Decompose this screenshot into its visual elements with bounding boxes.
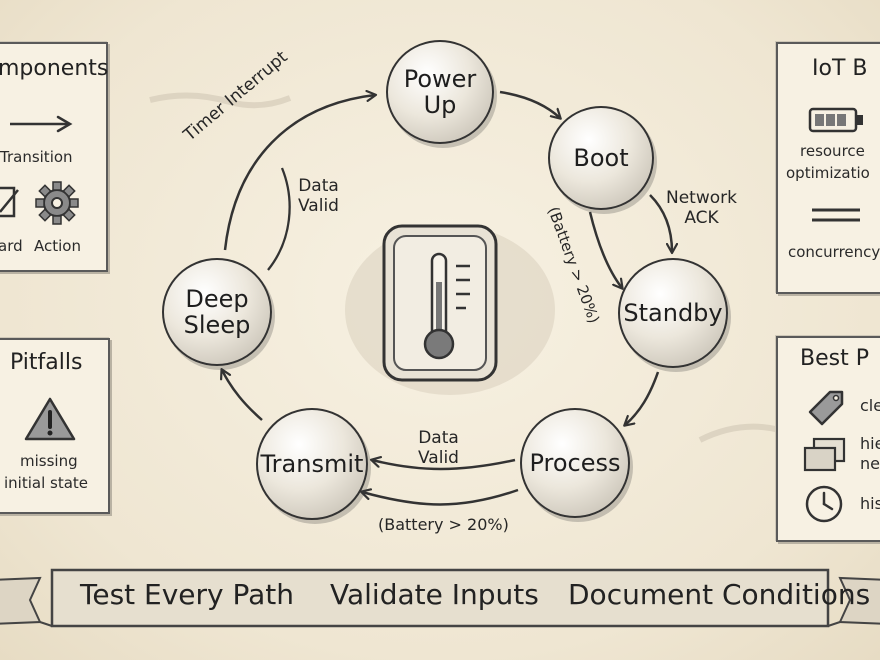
best-item2-line1: hie <box>860 434 880 453</box>
arrow-process-to-transmit-data <box>372 460 516 471</box>
state-power-up: Power Up <box>386 40 494 144</box>
best-item2-line2: ne <box>860 454 880 473</box>
label-network-ack: Network ACK <box>666 188 737 228</box>
banner-item-validate-inputs: Validate Inputs <box>330 578 539 611</box>
pitfalls-panel-title: Pitfalls <box>10 350 83 375</box>
state-transmit-label: Transmit <box>260 450 364 478</box>
label-data-valid-bottom: Data Valid <box>418 428 459 468</box>
iot-panel: IoT B resource optimizatio concurrency <box>776 42 880 294</box>
best-item3: his <box>860 494 880 513</box>
battery-icon <box>808 107 863 133</box>
best-practices-panel: Best P cle hie ne his <box>776 336 880 542</box>
arrow-power-up-to-boot <box>499 90 560 118</box>
gear-icon <box>35 181 79 225</box>
resource-line2: optimizatio <box>786 164 870 182</box>
clock-icon <box>805 485 843 523</box>
transition-label: Transition <box>0 148 73 166</box>
best-panel-title: Best P <box>800 346 869 371</box>
label-data-valid-bottom-line1: Data <box>418 428 459 448</box>
label-data-valid-inner-line2: Valid <box>298 196 339 216</box>
concurrency-label: concurrency <box>788 243 880 261</box>
state-boot: Boot <box>548 106 654 210</box>
guard-label: ard <box>0 237 23 255</box>
arrow-process-to-transmit-battery <box>362 490 519 506</box>
pitfall-line1: missing <box>20 452 78 470</box>
resource-line1: resource <box>800 142 865 160</box>
state-transmit: Transmit <box>256 408 368 520</box>
label-network-ack-line1: Network <box>666 188 737 208</box>
label-network-ack-line2: ACK <box>684 208 719 228</box>
label-data-valid-inner: Data Valid <box>298 176 339 216</box>
arrow-boot-to-standby <box>649 194 672 252</box>
arrow-boot-to-standby-guard <box>588 211 622 288</box>
state-power-up-line2: Up <box>423 91 457 119</box>
pitfalls-panel: Pitfalls missing initial state <box>0 338 110 514</box>
label-data-valid-inner-line1: Data <box>298 176 339 196</box>
state-deep-sleep-line2: Sleep <box>183 311 251 339</box>
iot-panel-title: IoT B <box>812 56 868 81</box>
components-panel: mponents Transition ard Action <box>0 42 108 272</box>
thermometer-device-icon <box>382 224 498 382</box>
state-boot-label: Boot <box>573 144 629 172</box>
arrow-deep-sleep-to-power-up <box>223 95 375 251</box>
guard-checkbox-icon <box>0 186 19 218</box>
pitfall-line2: initial state <box>4 474 89 492</box>
arrow-transmit-to-deep-sleep <box>222 370 263 421</box>
banner-ribbon <box>0 568 880 628</box>
arrow-inner-data-valid <box>267 167 291 271</box>
banner-item-test-every-path: Test Every Path <box>80 578 295 611</box>
label-battery-guard-bottom: (Battery > 20%) <box>378 515 509 534</box>
label-data-valid-bottom-line2: Valid <box>418 448 459 468</box>
state-standby: Standby <box>618 258 728 368</box>
state-deep-sleep: Deep Sleep <box>162 258 272 366</box>
state-power-up-line1: Power <box>403 65 477 93</box>
action-label: Action <box>34 237 81 255</box>
right-arrow-icon <box>10 115 73 133</box>
state-deep-sleep-line1: Deep <box>185 285 249 313</box>
banner-item-document-conditions: Document Conditions <box>568 578 871 611</box>
banner-text: Test Every Path Validate Inputs Document… <box>0 578 880 618</box>
state-standby-label: Standby <box>623 299 723 327</box>
stacked-windows-icon <box>803 437 846 472</box>
state-process-label: Process <box>529 449 621 477</box>
best-item1: cle <box>860 396 880 415</box>
sketch-scribble <box>698 423 781 443</box>
tag-icon <box>808 390 844 426</box>
sketch-scribble <box>149 92 292 109</box>
warning-icon <box>24 397 76 441</box>
double-line-icon <box>812 208 860 222</box>
state-process: Process <box>520 408 630 518</box>
arrow-standby-to-process <box>625 371 660 425</box>
components-panel-title: mponents <box>0 56 109 81</box>
